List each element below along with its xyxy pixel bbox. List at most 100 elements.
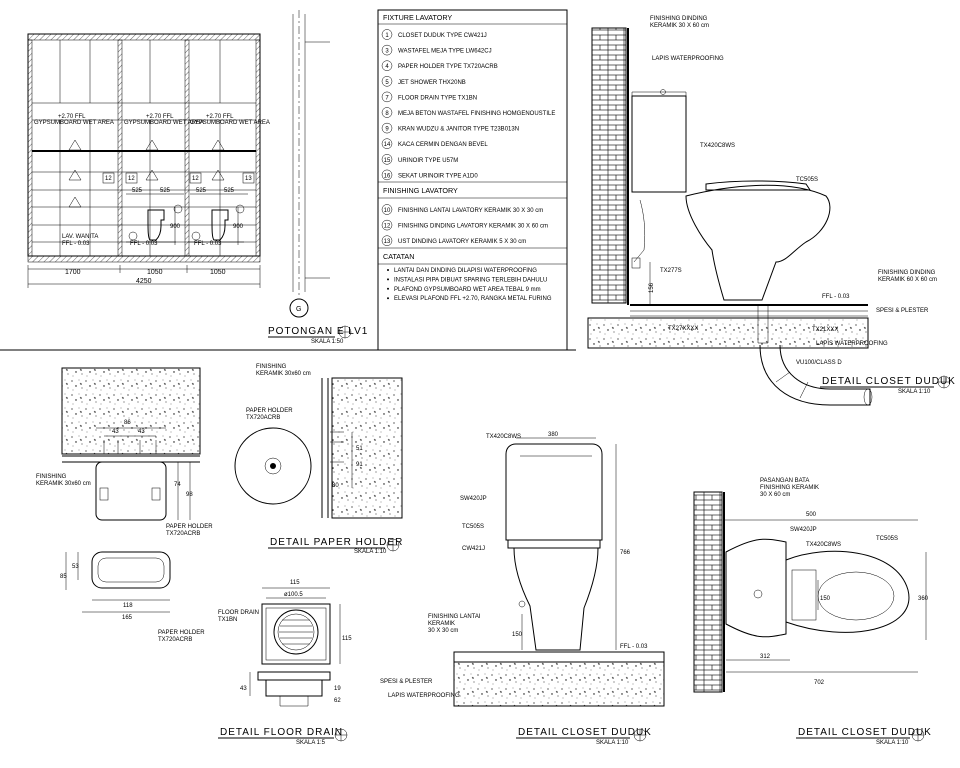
legend-note-text: INSTALASI PIPA DIBUAT SPARING TERLEBIH D… — [394, 277, 547, 283]
label-pipe: TX27XXXX — [668, 326, 698, 332]
label-seat: TC505S — [796, 177, 818, 183]
legend-item-text: KRAN WUDZU & JANITOR TYPE T23B013N — [398, 127, 519, 133]
label-line: TX720ACRB — [166, 531, 200, 537]
paper-holder-front — [61, 367, 201, 521]
dim-86: 86 — [124, 420, 131, 426]
label-line: TX720ACRB — [246, 415, 280, 421]
legend-note-text: LANTAI DAN DINDING DILAPISI WATERPROOFIN… — [394, 268, 537, 274]
section-tag: 12 — [128, 176, 135, 182]
dim-74: 74 — [174, 482, 181, 488]
section-ffl: +2.70 FFL — [58, 114, 86, 120]
paper-holder-scale: SKALA 1:10 — [354, 549, 387, 555]
dim-100: ø100.5 — [284, 592, 303, 598]
floor-drain-title: DETAIL FLOOR DRAIN — [220, 727, 343, 738]
floor-drain-scale: SKALA 1:5 — [296, 740, 326, 746]
dim-19: 19 — [334, 686, 341, 692]
label-tank: TX420C8WS — [806, 542, 841, 548]
legend-tag-circle — [381, 138, 393, 149]
legend-tag-circle — [381, 235, 393, 246]
legend-item-text: PAPER HOLDER TYPE TX720ACRB — [398, 64, 498, 70]
dim-500: 500 — [806, 512, 817, 518]
label-tank: TX420C8WS — [486, 434, 521, 440]
label-line: 30 X 30 cm — [428, 628, 458, 634]
label-vu: VU100/CLASS D — [796, 360, 842, 366]
label-seat: TC505S — [876, 536, 898, 542]
dim-115: 115 — [290, 580, 300, 586]
closet-side-detail — [587, 27, 873, 406]
section-elevation — [27, 33, 261, 288]
dim-43: 43 — [112, 429, 119, 435]
section-ffl: +2.70 FFL — [206, 114, 234, 120]
closet-plan-detail — [693, 491, 927, 693]
legend-fixture-header: FIXTURE LAVATORY — [383, 13, 452, 22]
dim-900: 900 — [233, 224, 244, 230]
label-waterproofing: LAPIS WATERPROOFING — [388, 693, 460, 699]
label-line: TX720ACRB — [158, 637, 192, 643]
dim-525: 525 — [196, 188, 207, 194]
dim-bottom: 1050 — [210, 269, 226, 276]
bullet-icon — [387, 287, 389, 290]
label-line: KERAMIK 30x60 cm — [36, 481, 91, 487]
legend-item-text: WASTAFEL MEJA TYPE LW642CJ — [398, 49, 492, 55]
legend-item-text: FINISHING DINDING LAVATORY KERAMIK 30 X … — [398, 224, 548, 230]
legend-finishing-list: 10 FINISHING LANTAI LAVATORY KERAMIK 30 X… — [381, 204, 548, 246]
dim-85: 85 — [60, 574, 67, 580]
section-ceiling: GYPSUMBOARD WET AREA — [124, 120, 204, 126]
north-arrow-icon — [386, 538, 400, 552]
section-room-label: LAV. WANITA — [62, 234, 98, 240]
legend-tag-circle — [381, 29, 393, 40]
legend-tag-circle — [381, 91, 393, 103]
section-ffl-zero: FFL - 0.03 — [62, 241, 90, 247]
dim-312: 312 — [760, 654, 771, 660]
paper-holder-title: DETAIL PAPER HOLDER — [270, 537, 403, 548]
grid-label: G — [296, 306, 301, 313]
label-seat: TC505S — [462, 524, 484, 530]
label-line: KERAMIK — [428, 621, 455, 627]
section-scale: SKALA 1:50 — [311, 339, 344, 345]
closet-side-scale: SKALA 1:10 — [898, 389, 931, 395]
label-seat-cover: SW420JP — [790, 527, 817, 533]
north-arrow-icon — [334, 728, 348, 742]
section-tag: 13 — [245, 176, 252, 182]
grid-line-g — [289, 10, 330, 318]
floor-drain-plan — [249, 587, 341, 707]
label-line: 30 X 60 cm — [760, 492, 790, 498]
dim-156: 156 — [649, 282, 655, 293]
section-ceiling: GYPSUMBOARD WET AREA — [190, 120, 270, 126]
legend-item-text: CLOSET DUDUK TYPE CW421J — [398, 33, 487, 39]
dim-51: 51 — [356, 446, 363, 452]
legend-tag-circle — [381, 219, 393, 231]
label-valve: TX277S — [660, 268, 682, 274]
dim-53: 53 — [72, 564, 79, 570]
legend-item-text: FINISHING LANTAI LAVATORY KERAMIK 30 X 3… — [398, 208, 543, 214]
dim-115: 115 — [342, 636, 352, 642]
dim-150: 150 — [512, 632, 523, 638]
dim-91: 91 — [356, 462, 363, 468]
closet-front-detail — [453, 437, 665, 707]
bullet-icon — [387, 297, 389, 300]
legend-tag-number: 7 — [385, 95, 389, 101]
north-arrow-icon — [911, 728, 925, 742]
dim-380: 380 — [548, 432, 559, 438]
section-ffl-zero: FFL - 0.03 — [194, 241, 222, 247]
legend-table — [377, 9, 568, 351]
legend-tag-circle — [381, 204, 393, 215]
dim-118: 118 — [123, 603, 133, 609]
legend-tag-circle — [381, 122, 393, 134]
label-line: KERAMIK 30x60 cm — [256, 371, 311, 377]
dim-702: 702 — [814, 680, 825, 686]
section-tag: 12 — [105, 176, 112, 182]
north-arrow-icon — [937, 375, 951, 389]
dim-80: 80 — [332, 483, 339, 489]
legend-tag-number: 10 — [384, 208, 391, 214]
dim-98: 98 — [186, 492, 193, 498]
dim-62: 62 — [334, 698, 341, 704]
label-spesi: SPESI & PLESTER — [876, 308, 929, 314]
